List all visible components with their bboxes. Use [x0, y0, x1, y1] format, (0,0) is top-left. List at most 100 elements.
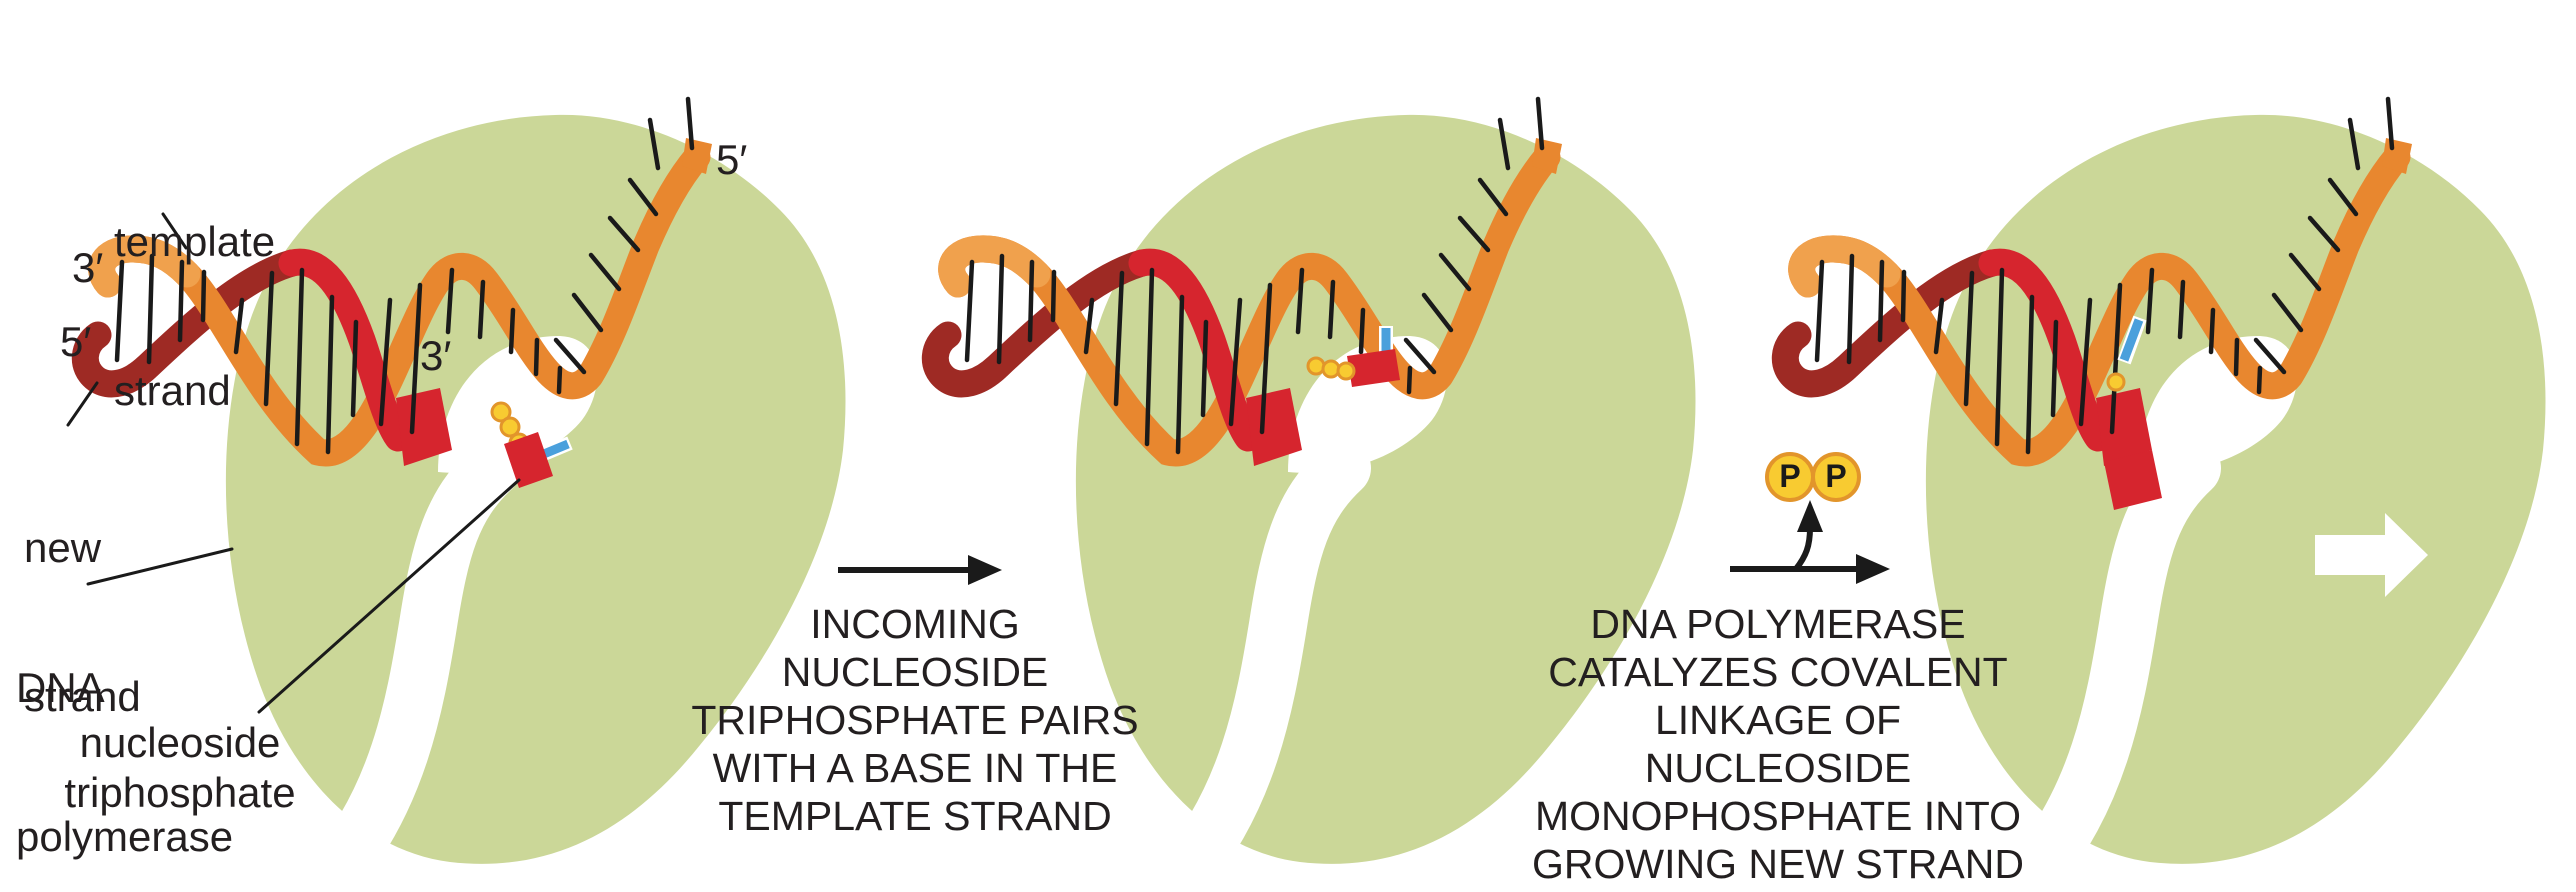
base-pair-line — [1228, 297, 1243, 427]
three-prime-new-label: 3′ — [420, 332, 452, 379]
base-pair-line — [350, 319, 359, 418]
base-pair-line — [1259, 282, 1273, 435]
base-pair-line — [233, 297, 245, 355]
leader-line — [257, 478, 521, 714]
label-leader-lines — [66, 212, 521, 714]
unpaired-base-tick — [1421, 292, 1454, 333]
unpaired-base-tick — [1403, 337, 1437, 375]
dna-polymerase-blob — [1075, 114, 1696, 864]
base-pair-line — [556, 365, 563, 395]
base-pair-line — [996, 253, 1005, 365]
base-pair-line — [177, 259, 185, 343]
unpaired-base-tick — [553, 337, 587, 375]
five-prime-new-label: 5′ — [60, 318, 92, 365]
base-pair-line — [1933, 297, 1945, 355]
leader-line — [66, 381, 99, 427]
base-pair-line — [1083, 297, 1095, 355]
nucleotide-sugar-block — [1347, 349, 1400, 387]
incorporated-nucleotide-icon — [2104, 315, 2162, 510]
unpaired-base-tick — [2327, 177, 2359, 217]
arrow-head — [968, 555, 1002, 585]
base-pair-line — [2050, 319, 2059, 418]
unpaired-base-tick — [2271, 292, 2304, 333]
arrow-head — [1856, 554, 1890, 584]
base-pair-line — [378, 297, 393, 427]
pyrophosphate-p1-label: P — [1779, 458, 1801, 494]
base-pair-line — [1144, 267, 1155, 447]
polymerase-cleft-channel — [1151, 439, 1371, 892]
unpaired-base-tick — [2307, 215, 2341, 253]
base-pair-line — [1963, 270, 1975, 407]
base-pair-line — [2025, 294, 2035, 455]
unpaired-base-tick — [1477, 177, 1509, 217]
new-strand-ribbon-back — [921, 249, 1156, 398]
base-pair-line — [1814, 259, 1825, 363]
phosphate-circle — [1336, 361, 1356, 381]
new-strand-three-prime-end — [2096, 388, 2152, 466]
unpaired-base-tick — [627, 177, 659, 217]
unpaired-base-tick — [2385, 96, 2395, 151]
paired-nucleoside-triphosphate-icon — [1306, 326, 1400, 387]
step2-caption: DNA POLYMERASE CATALYZES COVALENT LINKAG… — [1532, 601, 2024, 887]
base-pair-line — [263, 270, 275, 407]
step1-caption: INCOMING NUCLEOSIDE TRIPHOSPHATE PAIRS W… — [691, 601, 1139, 839]
new-strand-ribbon-front — [1128, 248, 1262, 452]
base-pair-line — [2177, 279, 2186, 340]
unpaired-base-tick — [607, 215, 641, 253]
phosphate-circle — [1321, 359, 1341, 379]
template-five-prime-tip — [1532, 138, 1562, 174]
dna-polymerase-label: DNA polymerase — [16, 664, 234, 860]
panel-3-art — [1771, 96, 2546, 892]
leader-line — [86, 547, 234, 586]
new-strand-three-prime-end — [396, 388, 452, 466]
base-pair-line — [1406, 365, 1413, 395]
base-pair-line — [1327, 279, 1336, 340]
base-pair-line — [1994, 267, 2005, 447]
pyrophosphate-p2-label: P — [1825, 458, 1847, 494]
base-pair-line — [1846, 253, 1855, 365]
base-pair-line — [477, 279, 486, 340]
base-pair-line — [2145, 267, 2155, 335]
dna-polymerase-blob — [1925, 114, 2546, 864]
unpaired-base-tick — [2288, 252, 2322, 292]
template-five-prime-tip — [682, 138, 712, 174]
template-strand-label: template strand — [114, 218, 276, 414]
unpaired-base-tick — [2253, 337, 2287, 375]
unpaired-base-tick — [1497, 117, 1511, 171]
unpaired-base-tick — [647, 117, 661, 171]
new-strand-ribbon-front — [1978, 248, 2112, 452]
leader-line — [161, 212, 188, 250]
polymerase-cleft-channel — [301, 439, 521, 892]
unpaired-base-tick — [588, 252, 622, 292]
base-pair-line — [2208, 307, 2216, 355]
phosphate-circle — [2106, 372, 2126, 392]
template-strand-tip-highlight — [938, 235, 1051, 298]
unpaired-base-tick — [2347, 117, 2361, 171]
transition-arrow-2 — [1730, 500, 1890, 584]
base-pair-line — [2078, 297, 2093, 427]
nucleoside-triphosphate-icon — [490, 401, 573, 488]
phosphate-circle — [499, 416, 521, 438]
base-pair-line — [146, 253, 155, 365]
unpaired-base-tick — [1535, 96, 1545, 151]
base-pair-line — [1050, 269, 1057, 323]
extended-new-strand-end — [2104, 450, 2162, 510]
transition-arrow-1 — [838, 555, 1002, 585]
base-pair-line — [508, 307, 516, 355]
branch-arrow-head — [1797, 500, 1823, 532]
panel-2-art — [921, 96, 1696, 892]
phosphate-circle — [490, 401, 512, 423]
base-pair-line — [533, 337, 540, 377]
base-pair-line — [294, 267, 305, 447]
base-pair-line — [1358, 307, 1366, 355]
nucleotide-sugar-block — [504, 432, 553, 488]
polymerase-cleft-channel — [2001, 439, 2221, 892]
base-pair-line — [2233, 337, 2240, 377]
five-prime-template-label: 5′ — [716, 136, 748, 183]
dna-polymerase-blob — [225, 114, 846, 864]
base-pair-line — [1877, 259, 1885, 343]
white-direction-arrow — [2315, 513, 2428, 597]
template-strand-tip-highlight — [1788, 235, 1901, 298]
base-pair-line — [409, 282, 423, 435]
